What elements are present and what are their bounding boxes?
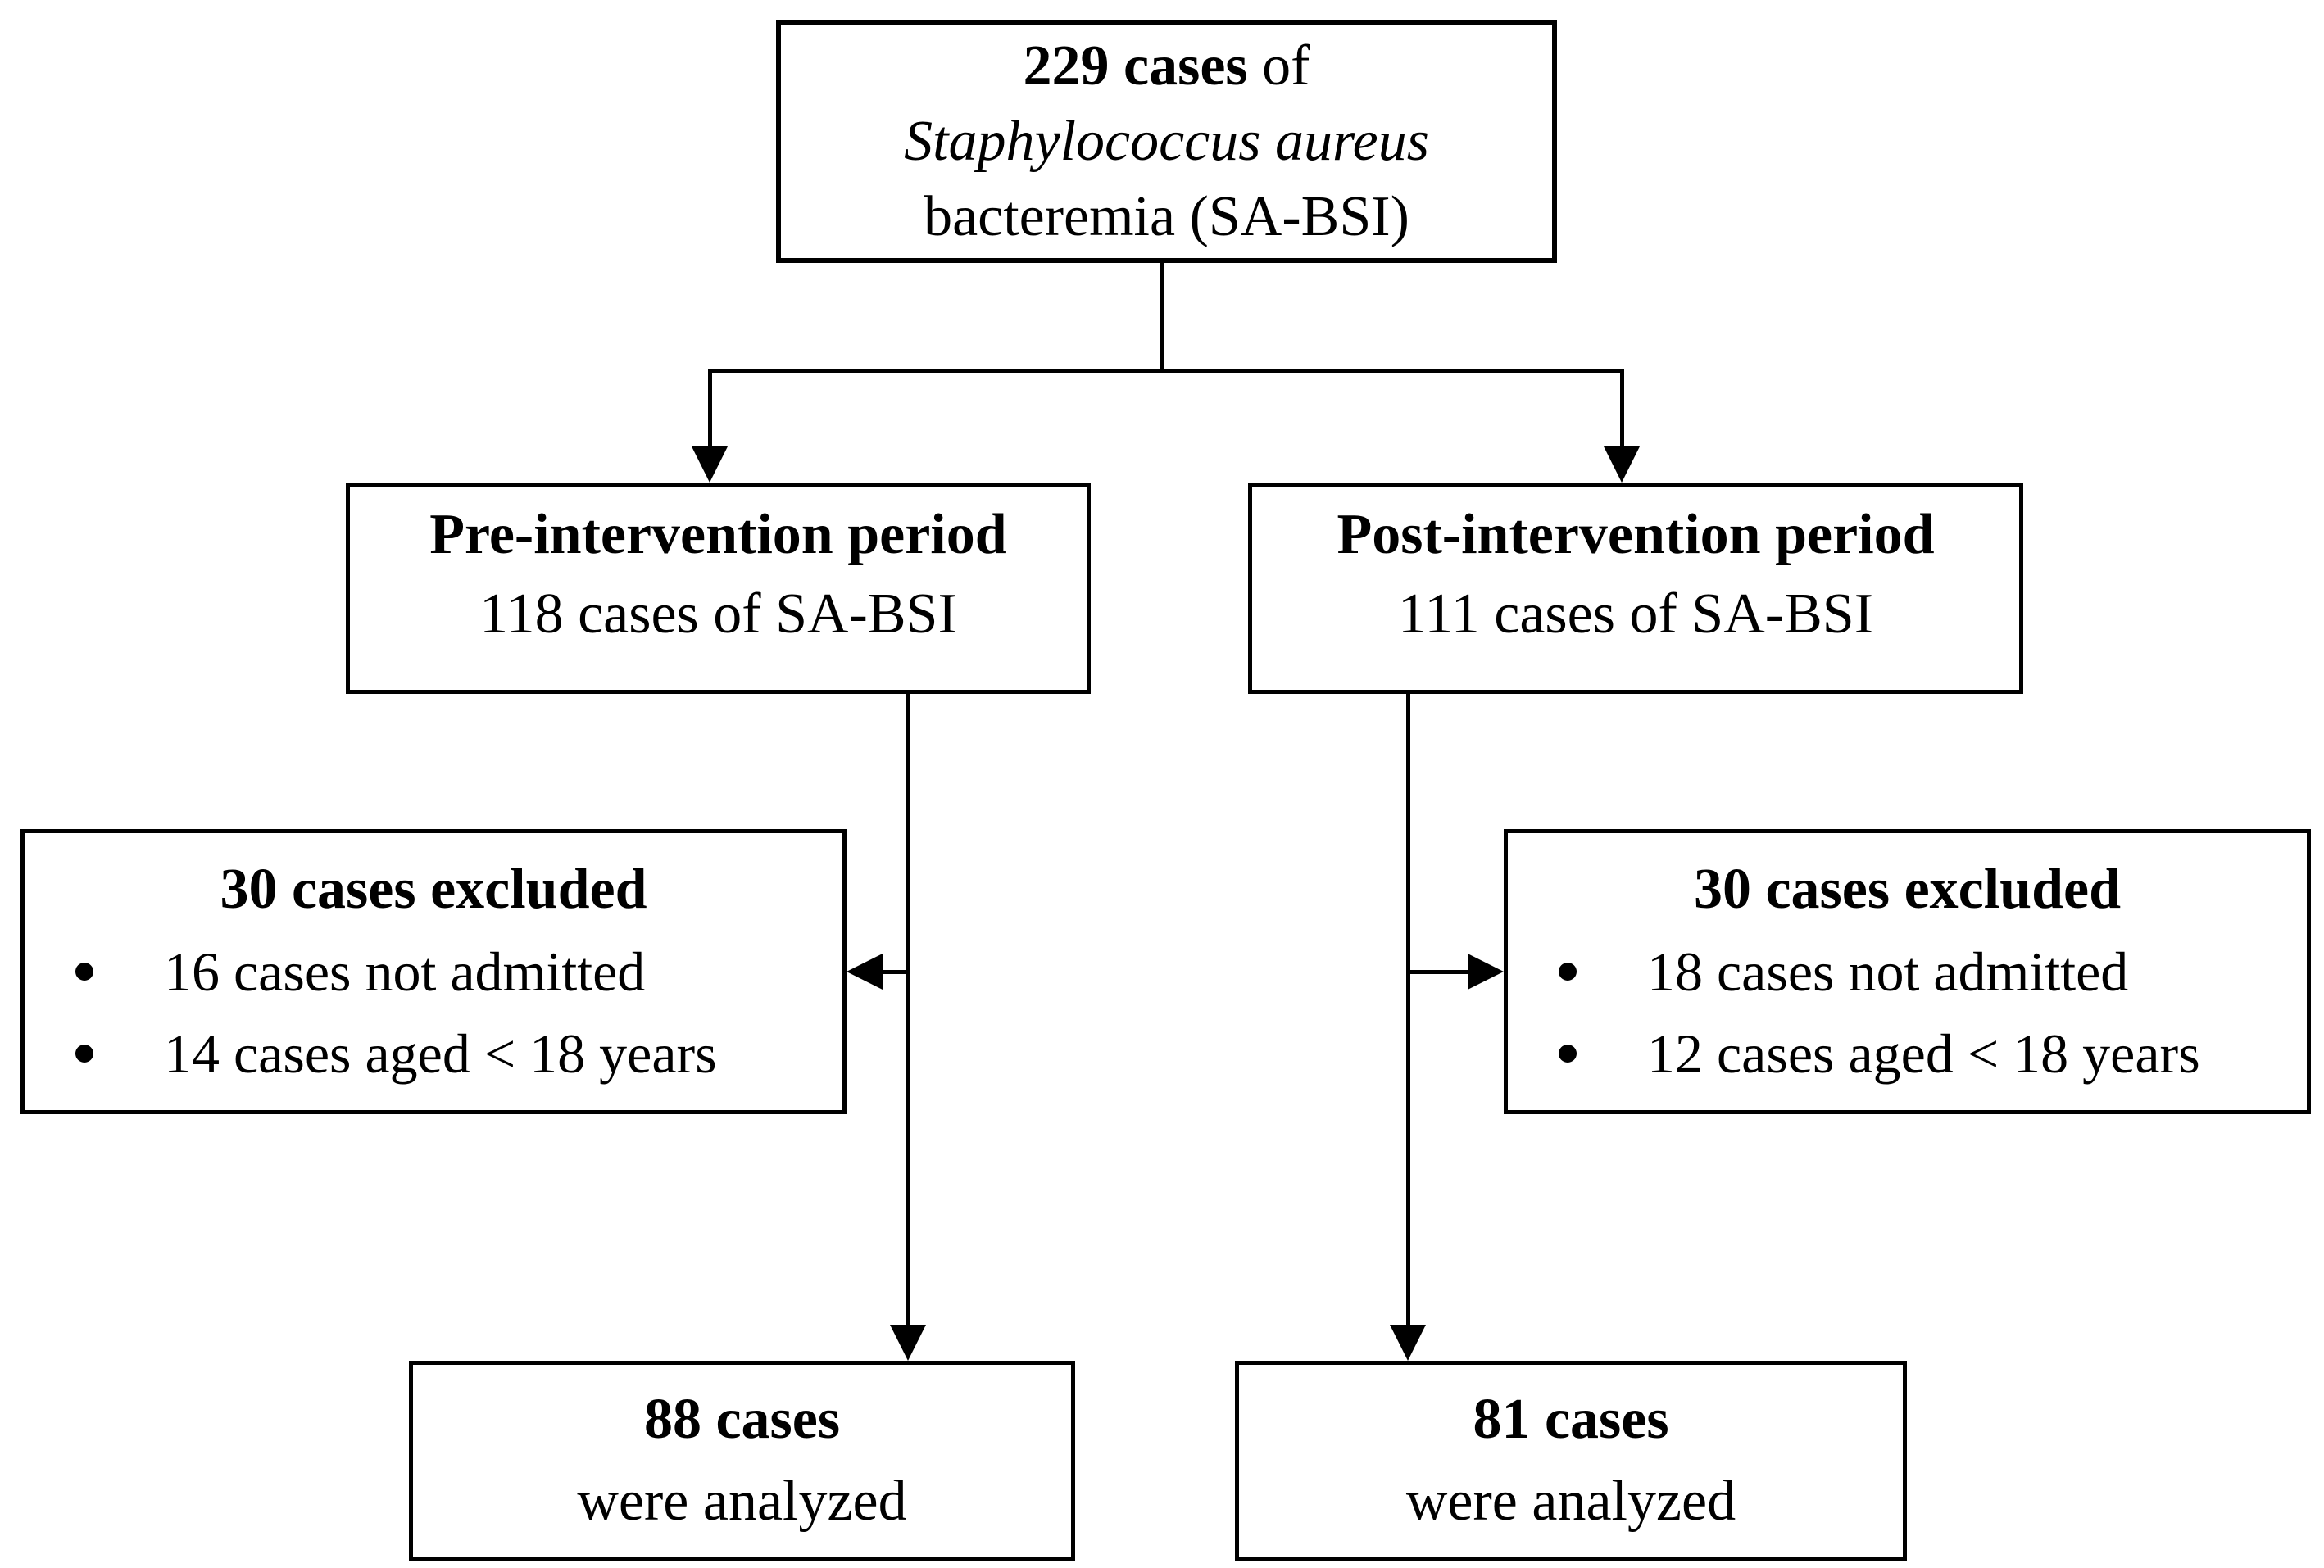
post-intervention-title: Post-intervention period [1337, 502, 1935, 566]
total-cases-box: 229 cases of Staphylococcus aureus bacte… [776, 20, 1557, 263]
pre-flow-line [906, 694, 910, 1329]
arrowhead-right-exclusion-icon [1468, 954, 1504, 990]
post-excluded-box: 30 cases excluded 18 cases not admitted … [1504, 829, 2311, 1114]
pre-excluded-box: 30 cases excluded 16 cases not admitted … [20, 829, 847, 1114]
pre-intervention-subtitle: 118 cases of SA-BSI [479, 582, 957, 646]
pre-analyzed-label: were analyzed [577, 1470, 907, 1533]
organism-name: Staphylococcus aureus [904, 110, 1429, 173]
total-cases-suffix: of [1262, 34, 1310, 97]
post-excluded-bullet-1: 18 cases not admitted [1647, 940, 2129, 1003]
post-excluded-bullet-2: 12 cases aged < 18 years [1647, 1022, 2200, 1085]
post-intervention-box: Post-intervention period 111 cases of SA… [1248, 483, 2023, 694]
post-analyzed-count: 81 cases [1473, 1388, 1669, 1451]
pre-excluded-bullet-list: 16 cases not admitted 14 cases aged < 18… [25, 931, 842, 1094]
pre-excluded-bullet-1: 16 cases not admitted [164, 940, 646, 1003]
post-analyzed-label: were analyzed [1405, 1470, 1736, 1533]
post-flow-line [1406, 694, 1410, 1329]
arrowhead-down-pre-icon [692, 446, 728, 483]
condition-label: bacteremia (SA-BSI) [924, 185, 1409, 248]
branch-split-line [708, 369, 1624, 373]
arrowhead-down-post-icon [1604, 446, 1640, 483]
total-cases-line: 229 cases of [1024, 29, 1310, 104]
pre-excluded-bullet-row: 14 cases aged < 18 years [25, 1013, 842, 1094]
bullet-dot-icon [75, 1045, 93, 1063]
arrowhead-down-post-analyzed-icon [1390, 1325, 1426, 1361]
arrowhead-left-exclusion-icon [847, 954, 883, 990]
post-exclusion-line [1410, 970, 1472, 974]
post-intervention-subtitle: 111 cases of SA-BSI [1397, 582, 1874, 646]
post-excluded-bullet-row: 12 cases aged < 18 years [1508, 1013, 2307, 1094]
post-excluded-bullet-list: 18 cases not admitted 12 cases aged < 18… [1508, 931, 2307, 1094]
pre-branch-stem [708, 369, 712, 451]
bullet-dot-icon [1559, 963, 1577, 981]
bullet-dot-icon [75, 963, 93, 981]
top-connector-stem [1160, 263, 1164, 371]
total-cases-count: 229 cases [1023, 34, 1248, 97]
pre-analyzed-count: 88 cases [643, 1388, 841, 1451]
pre-intervention-title: Pre-intervention period [429, 502, 1007, 566]
pre-exclusion-line [878, 970, 910, 974]
post-analyzed-box: 81 cases were analyzed [1235, 1361, 1907, 1561]
pre-excluded-title: 30 cases excluded [220, 858, 647, 921]
pre-analyzed-box: 88 cases were analyzed [409, 1361, 1075, 1561]
pre-excluded-bullet-2: 14 cases aged < 18 years [164, 1022, 717, 1085]
post-excluded-title: 30 cases excluded [1693, 858, 2122, 921]
post-branch-stem [1620, 369, 1624, 451]
post-excluded-bullet-row: 18 cases not admitted [1508, 931, 2307, 1013]
pre-intervention-box: Pre-intervention period 118 cases of SA-… [346, 483, 1091, 694]
arrowhead-down-pre-analyzed-icon [890, 1325, 926, 1361]
bullet-dot-icon [1559, 1045, 1577, 1063]
pre-excluded-bullet-row: 16 cases not admitted [25, 931, 842, 1013]
